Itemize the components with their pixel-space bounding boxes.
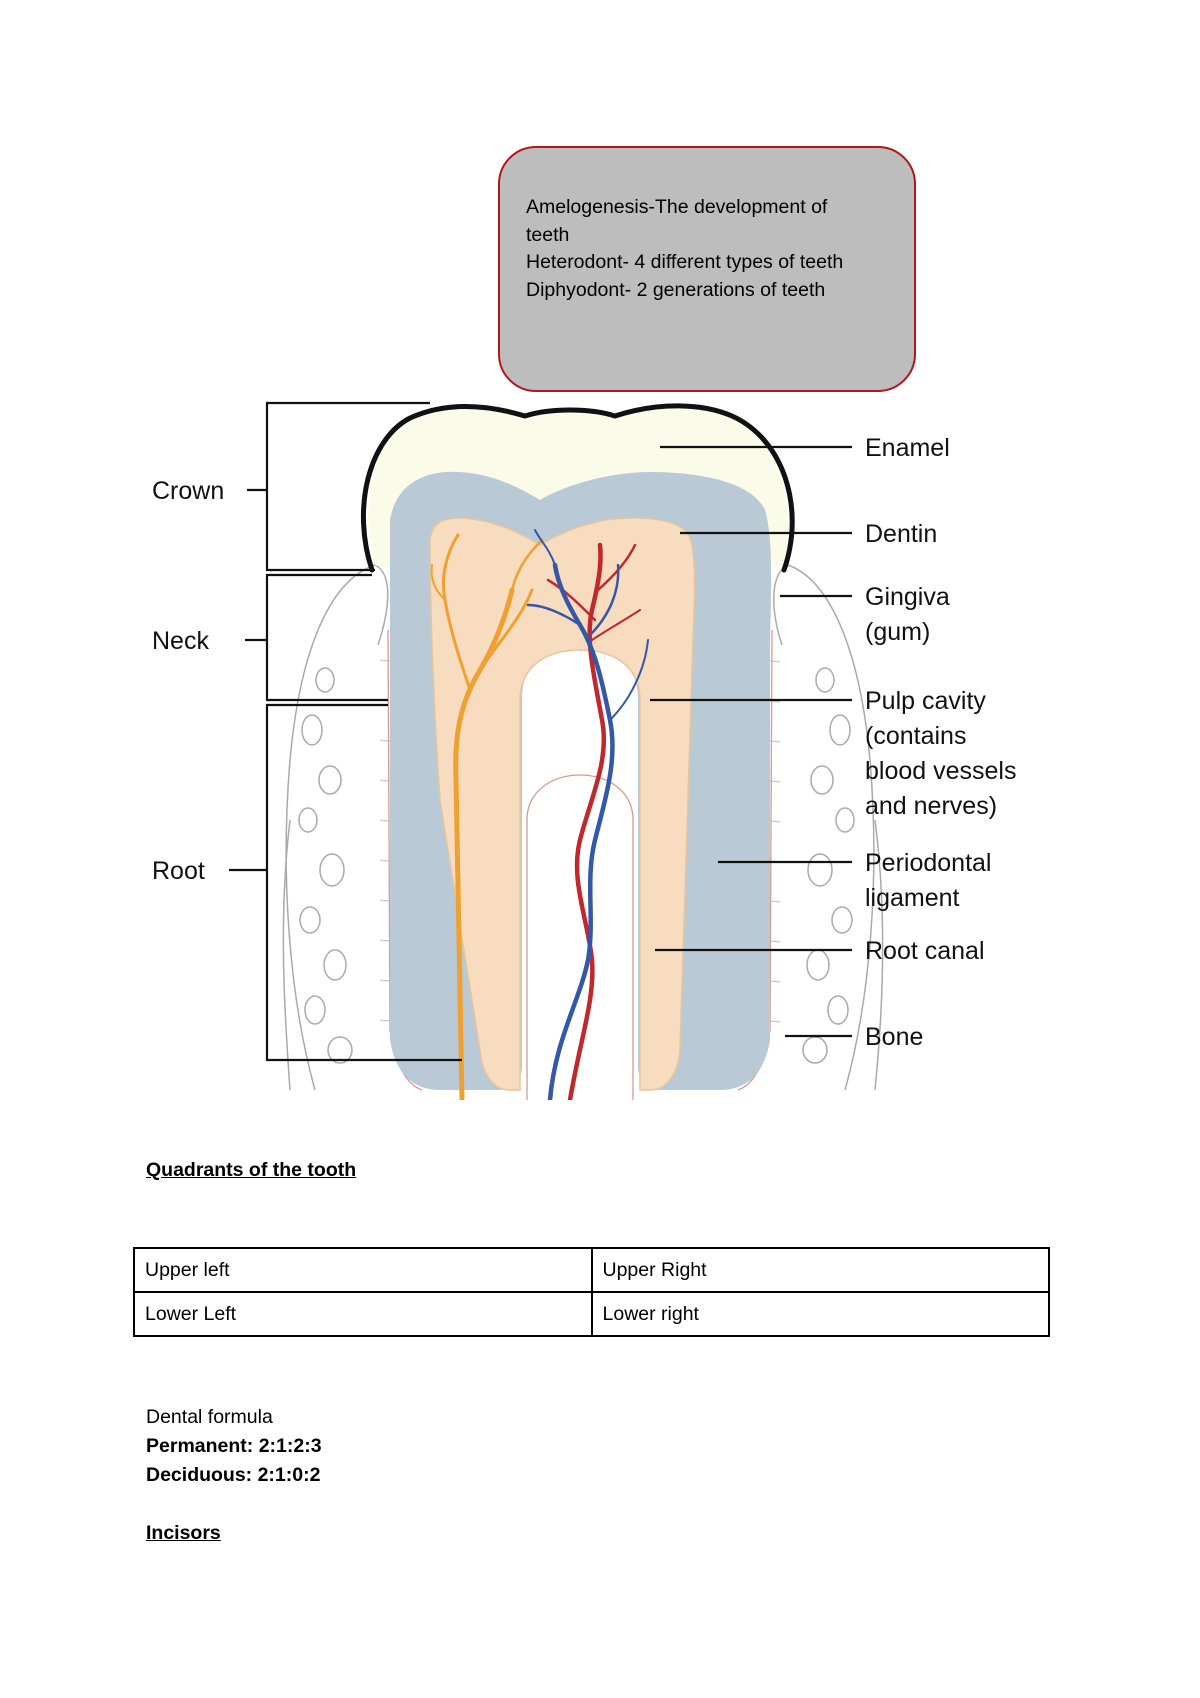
quadrants-table: Upper left Upper Right Lower Left Lower … [133, 1247, 1050, 1337]
label-ligament: ligament [865, 884, 960, 912]
bone-outline [282, 564, 884, 1091]
table-cell: Upper left [133, 1247, 593, 1293]
label-bone: Bone [865, 1023, 923, 1051]
note-line: Diphyodont- 2 generations of teeth [526, 278, 826, 301]
left-brackets [229, 401, 462, 1062]
pulp-cavity [429, 517, 696, 1091]
note-line: Amelogenesis-The development of [526, 196, 828, 218]
vein [526, 529, 649, 1100]
nerve [430, 533, 544, 1100]
label-neck: Neck [152, 627, 209, 655]
note-box [498, 146, 916, 392]
label-root-canal: Root canal [865, 937, 985, 965]
label-enamel: Enamel [865, 434, 950, 462]
tooth-diagram: Crown Neck Root Enamel Dentin Gingiva (g… [152, 401, 1016, 1100]
label-periodontal: Periodontal [865, 849, 991, 877]
label-gingiva: Gingiva [865, 583, 950, 611]
label-pulp-cavity: Pulp cavity [865, 687, 986, 715]
table-row: Lower Left Lower right [133, 1291, 1050, 1337]
label-pulp-contains: (contains [865, 722, 966, 750]
quadrants-heading: Quadrants of the tooth [146, 1159, 357, 1181]
incisors-heading: Incisors [146, 1522, 221, 1544]
enamel-outline [360, 403, 795, 573]
note-line: teeth [526, 223, 570, 246]
right-leader-lines [650, 445, 852, 1038]
table-row: Upper left Upper Right [133, 1247, 1050, 1293]
formula-title: Dental formula [146, 1406, 273, 1428]
spacer [146, 1490, 322, 1519]
label-pulp-nerves: and nerves) [865, 792, 997, 820]
label-gum: (gum) [865, 618, 930, 646]
table-cell: Lower right [590, 1291, 1050, 1337]
label-dentin: Dentin [865, 520, 937, 548]
artery [546, 542, 641, 1100]
label-root: Root [152, 857, 205, 885]
table-cell: Upper Right [590, 1247, 1050, 1293]
dental-formula: Dental formula Permanent: 2:1:2:3 Decidu… [146, 1403, 322, 1548]
formula-permanent: Permanent: 2:1:2:3 [146, 1435, 322, 1457]
table-cell: Lower Left [133, 1291, 593, 1337]
note-text: Amelogenesis-The development of teeth He… [526, 194, 906, 304]
formula-deciduous: Deciduous: 2:1:0:2 [146, 1464, 321, 1486]
note-line: Heterodont- 4 different types of teeth [526, 251, 844, 273]
label-crown: Crown [152, 477, 224, 505]
label-pulp-vessels: blood vessels [865, 757, 1016, 785]
